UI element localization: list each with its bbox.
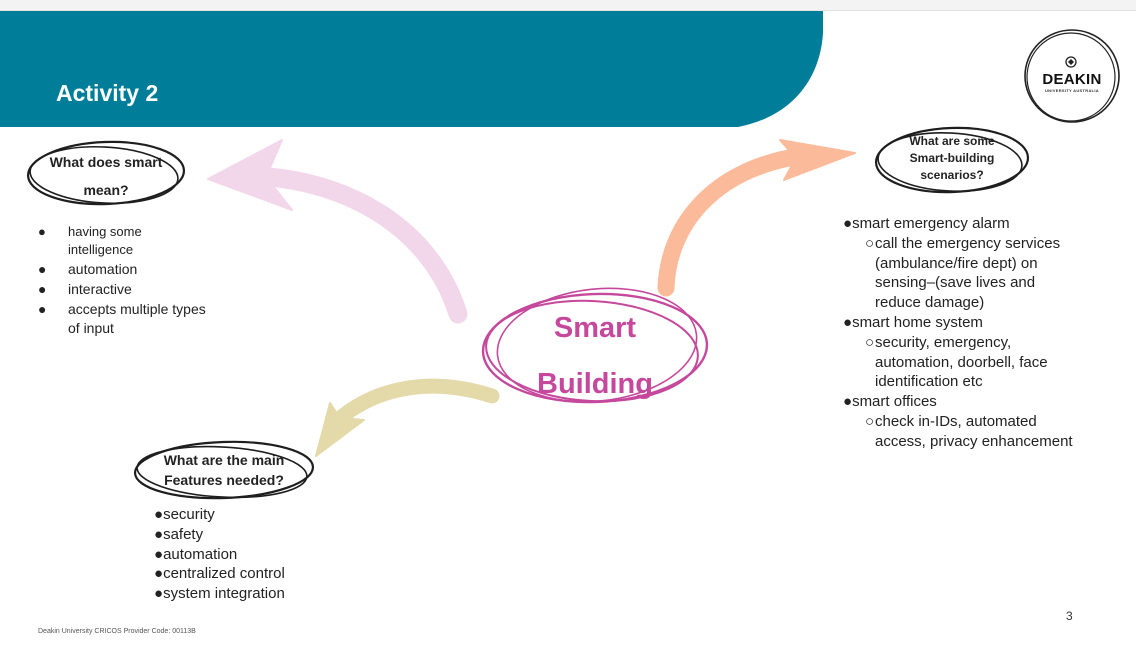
smart-question: What does smart mean? [49, 154, 163, 198]
sub-list-item: ○check in-IDs, automated access, privacy… [865, 412, 1073, 450]
list-item: ●automation [154, 545, 238, 563]
center-bubble [481, 287, 709, 404]
arrow-peach [657, 139, 856, 297]
logo-subtitle: UNIVERSITY AUSTRALIA [1044, 88, 1099, 93]
list-item: ●smart home system ○security, emergency,… [843, 313, 1083, 392]
list-item: ●safety [154, 525, 204, 543]
center-topic-line2: Building [537, 368, 653, 400]
deakin-logo [1024, 29, 1120, 123]
features-question: What are the main Features needed? [163, 452, 285, 488]
list-item: ●interactive [38, 281, 132, 297]
list-item: ●centralized control [154, 565, 285, 583]
title-banner [0, 11, 823, 127]
list-item: ●accepts multiple types of input [38, 301, 206, 336]
smart-meaning-list: ●having some intelligence ●automation ●i… [38, 223, 208, 339]
page-number: 3 [1066, 609, 1073, 623]
list-item: ●smart offices ○check in-IDs, automated … [843, 392, 1083, 451]
sub-list-item: ○security, emergency, automation, doorbe… [865, 333, 1048, 391]
features-question-bubble [133, 440, 315, 500]
footer-cricos: Deakin University CRICOS Provider Code: … [38, 628, 196, 635]
list-item: ●security [154, 506, 215, 523]
center-topic-line1: Smart [553, 312, 637, 344]
smart-question-bubble [26, 140, 186, 206]
list-item: ●having some intelligence [38, 224, 142, 257]
scenarios-list: ●smart emergency alarm ○call the emergen… [843, 214, 1083, 452]
scenarios-question: What are some Smart-building scenarios? [909, 134, 995, 182]
arrow-tan [315, 378, 500, 457]
features-list: ●security ●safety ●automation ●centraliz… [154, 505, 285, 604]
slide-title: Activity 2 [56, 80, 159, 106]
logo-wordmark: DEAKIN [1042, 71, 1102, 88]
scenarios-question-bubble [874, 126, 1030, 194]
sub-list-item: ○call the emergency services (ambulance/… [865, 234, 1061, 312]
list-item: ●system integration [154, 585, 285, 603]
list-item: ●automation [38, 261, 138, 277]
list-item: ●smart emergency alarm ○call the emergen… [843, 214, 1083, 313]
center-topic: Smart Building [500, 300, 690, 412]
window-top-rule [0, 0, 1136, 11]
arrow-pink [207, 139, 468, 324]
